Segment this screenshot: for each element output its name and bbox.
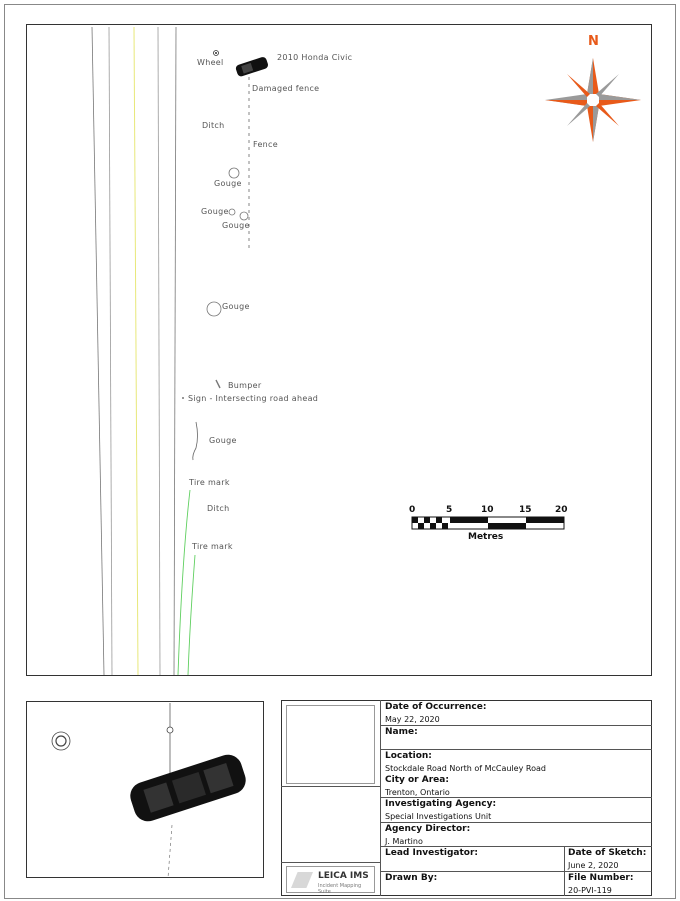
- director-label: Agency Director:: [385, 824, 471, 834]
- name-label: Name:: [385, 727, 418, 737]
- lead-investigator-label: Lead Investigator:: [385, 848, 478, 858]
- compass-rose: [545, 58, 641, 142]
- gouge-label: Gouge: [222, 221, 250, 230]
- scale-tick-label: 0: [409, 505, 416, 515]
- gouge-marker: [228, 208, 236, 216]
- gouge-marker: [228, 167, 240, 179]
- gouge-label: Gouge: [222, 302, 250, 311]
- city-label: City or Area:: [385, 775, 449, 785]
- date-of-sketch-label: Date of Sketch:: [568, 848, 647, 858]
- scale-unit-label: Metres: [468, 532, 504, 542]
- ditch-label: Ditch: [202, 121, 225, 130]
- road-centre-line: [133, 26, 139, 676]
- location-value: Stockdale Road North of McCauley Road: [385, 764, 546, 773]
- vehicle-shape: [235, 57, 268, 77]
- road-edge-line: [173, 26, 177, 676]
- gouge-label: Gouge: [209, 436, 237, 445]
- file-number-value: 20-PVI-119: [568, 886, 612, 895]
- bumper-marker: [215, 379, 221, 389]
- road-edge-line: [91, 26, 105, 676]
- road-edge-line: [108, 26, 113, 676]
- scale-tick-label: 15: [519, 505, 532, 515]
- ditch-label: Ditch: [207, 504, 230, 513]
- gouge-label: Gouge: [214, 179, 242, 188]
- agency-label: Investigating Agency:: [385, 799, 497, 809]
- gouge-marker: [206, 301, 222, 317]
- city-value: Trenton, Ontario: [385, 788, 450, 797]
- logo-subtext: Incident Mapping Suite: [318, 883, 362, 895]
- gouge-label: Gouge: [201, 207, 229, 216]
- date-of-occurrence-value: May 22, 2020: [385, 715, 440, 724]
- scale-tick-label: 20: [555, 505, 568, 515]
- wheel-label: Wheel: [197, 58, 224, 67]
- logo-icon: [291, 872, 313, 888]
- vehicle-label: 2010 Honda Civic: [277, 53, 353, 62]
- director-value: J. Martino: [385, 837, 423, 846]
- logo-text: LEICA IMS: [318, 871, 369, 881]
- tire-mark-line: [187, 554, 196, 676]
- bumper-label: Bumper: [228, 381, 262, 390]
- date-of-occurrence-label: Date of Occurrence:: [385, 702, 487, 712]
- diagram-frame: [26, 24, 652, 676]
- gouge-marker: [239, 211, 249, 221]
- file-number-label: File Number:: [568, 873, 634, 883]
- agency-value: Special Investigations Unit: [385, 812, 492, 821]
- gouge-outline: [192, 421, 198, 461]
- scale-tick-label: 5: [446, 505, 453, 515]
- tire-mark-label: Tire mark: [192, 542, 233, 551]
- scale-bar: [411, 516, 565, 530]
- signature-box: [286, 705, 375, 784]
- leica-logo: LEICA IMS Incident Mapping Suite: [286, 866, 375, 895]
- compass-north-label: N: [588, 34, 599, 49]
- title-block: [281, 700, 652, 896]
- damaged-fence-label: Damaged fence: [252, 84, 320, 93]
- tire-mark-line: [177, 489, 191, 676]
- inset-frame: [26, 701, 264, 878]
- sign-label: Sign - Intersecting road ahead: [188, 394, 319, 403]
- location-label: Location:: [385, 751, 432, 761]
- wheel-marker: [213, 50, 219, 56]
- fence-label: Fence: [253, 140, 278, 149]
- scale-tick-label: 10: [481, 505, 494, 515]
- tire-mark-label: Tire mark: [189, 478, 230, 487]
- inset-drawing: [51, 703, 246, 879]
- date-of-sketch-value: June 2, 2020: [568, 861, 619, 870]
- sign-marker: [182, 397, 184, 399]
- sheet-border: [4, 4, 676, 899]
- drawn-by-label: Drawn By:: [385, 873, 438, 883]
- road-edge-line: [157, 26, 161, 676]
